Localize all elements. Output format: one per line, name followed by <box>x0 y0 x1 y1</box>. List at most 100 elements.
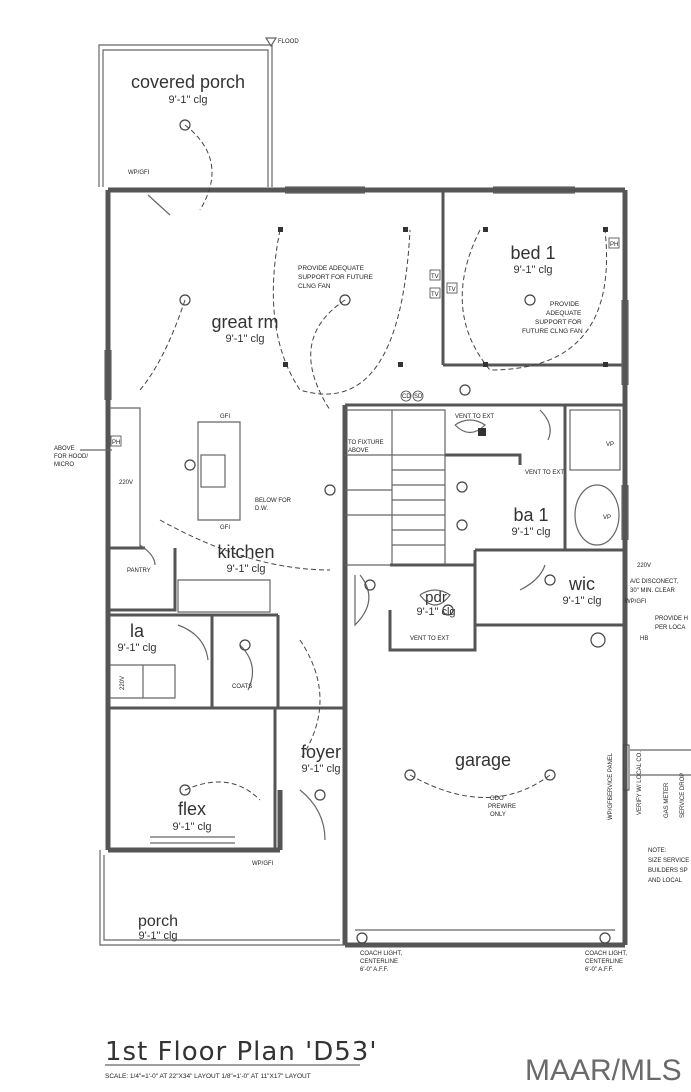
note-dw-1: BELOW FOR <box>255 498 292 504</box>
note-coach-1b: CENTERLINE <box>360 959 398 965</box>
note-local-2: PER LOCA <box>655 625 685 631</box>
window-flex <box>150 836 235 844</box>
tag-tv-3: TV <box>448 287 456 293</box>
tub <box>574 484 620 546</box>
note-fan-bed-1: PROVIDE <box>550 301 580 308</box>
note-hood-1: ABOVE <box>54 446 75 452</box>
note-coach-1c: 6'-0" A.F.F. <box>360 967 389 973</box>
clg-la: 9'-1" clg <box>117 642 156 654</box>
kitchen-counter-south <box>177 579 271 613</box>
note-gdo-2: PREWIRE <box>488 804 516 810</box>
label-bed1: bed 1 <box>510 243 555 263</box>
label-pdr: pdr <box>425 589 447 606</box>
note-fan-great-2: SUPPORT FOR FUTURE <box>298 274 374 281</box>
note-local-1: PROVIDE H <box>655 616 688 622</box>
clg-porch: 9'-1" clg <box>138 930 177 942</box>
label-covered-porch: covered porch <box>131 72 245 92</box>
window-bed1 <box>493 186 575 194</box>
covered-porch-outline <box>98 44 273 187</box>
note-gdo-3: ONLY <box>490 812 506 818</box>
clg-kitchen: 9'-1" clg <box>226 563 265 575</box>
note-hood-2: FOR HOOD/ <box>54 454 88 460</box>
note-fan-bed-3: SUPPORT FOR <box>535 319 582 326</box>
clg-ba1: 9'-1" clg <box>511 526 550 538</box>
note-fan-bed-2: ADEQUATE <box>546 310 582 317</box>
flood-light-icon <box>264 37 278 48</box>
wic-walls <box>473 550 625 627</box>
note-service-drop: SERVICE DROP <box>680 773 686 818</box>
electrical-layout <box>139 37 611 944</box>
ba-sink <box>454 419 486 434</box>
tag-tv-1: TV <box>431 274 439 280</box>
tag-ph-2: PH <box>112 440 120 446</box>
tag-vp-2: VP <box>603 515 611 521</box>
note-verify-local: VERIFY W/ LOCAL CO. <box>637 751 643 815</box>
clg-pdr: 9'-1" clg <box>416 606 455 618</box>
note-hood-3: MICRO <box>54 462 74 468</box>
note-wp-gfi-porch: WP/GFI <box>252 861 274 867</box>
label-garage: garage <box>455 750 511 770</box>
label-wic: wic <box>568 574 595 594</box>
label-la: la <box>130 621 145 641</box>
tag-ph-1: PH <box>610 242 618 248</box>
note-pantry: PANTRY <box>127 568 151 574</box>
note-service-panel: SERVICE PANEL <box>608 752 614 800</box>
clg-bed1: 9'-1" clg <box>513 264 552 276</box>
note-wp-gfi-top: WP/GFI <box>128 170 150 176</box>
note-fan-great-3: CLNG FAN <box>298 283 331 290</box>
note-fan-bed-4: FUTURE CLNG FAN <box>522 328 583 335</box>
note-coach-2b: CENTERLINE <box>585 959 623 965</box>
note-ac-2: 30" MIN. CLEAR <box>630 588 675 594</box>
annotations: FLOOD WP/GFI PROVIDE ADEQUATE SUPPORT FO… <box>54 39 691 973</box>
tag-tv-2: TV <box>431 292 439 298</box>
label-porch: porch <box>138 913 178 930</box>
note-gfi-2: GFI <box>220 525 230 531</box>
note-wp-gfi-ac: WP/GFI <box>625 599 647 605</box>
shower <box>569 409 621 471</box>
note-gas-meter: GAS METER <box>664 782 670 818</box>
pdr-toilet <box>419 589 451 606</box>
note-vent-2: VENT TO EXT <box>525 470 564 476</box>
note-fixture-2: ABOVE <box>348 448 369 454</box>
pantry-walls <box>108 546 177 612</box>
label-ba1: ba 1 <box>513 505 548 525</box>
note-size-2: SIZE SERVICE <box>648 858 689 864</box>
clg-flex: 9'-1" clg <box>172 821 211 833</box>
tag-cd: CD <box>402 394 411 400</box>
note-coach-1a: COACH LIGHT, <box>360 951 402 957</box>
note-size-4: AND LOCAL <box>648 878 683 884</box>
room-labels: covered porch 9'-1" clg great rm 9'-1" c… <box>117 72 601 942</box>
note-fixture-1: TO FIXTURE <box>348 440 384 446</box>
label-foyer: foyer <box>301 742 341 762</box>
label-kitchen: kitchen <box>217 542 274 562</box>
note-dw-2: D.W. <box>255 506 268 512</box>
kitchen-counter-west <box>110 407 141 549</box>
porch-outline <box>99 850 345 946</box>
door-porch <box>147 194 171 216</box>
pdr-walls <box>388 563 477 652</box>
note-size-3: BUILDERS SP <box>648 868 688 874</box>
tag-vp-1: VP <box>606 442 614 448</box>
stair-enclosure <box>345 409 446 566</box>
note-gfi-1: GFI <box>220 414 230 420</box>
label-flex: flex <box>178 799 206 819</box>
watermark: MAAR/MLS <box>525 1054 682 1087</box>
clg-foyer: 9'-1" clg <box>301 763 340 775</box>
note-fan-great-1: PROVIDE ADEQUATE <box>298 265 365 272</box>
note-vent-3: VENT TO EXT <box>410 636 449 642</box>
tag-sd: SD <box>414 394 423 400</box>
note-vent-1: VENT TO EXT <box>455 414 494 420</box>
note-220-la: 220V <box>120 676 126 690</box>
note-ac-1: A/C DISCONECT, <box>630 579 678 585</box>
note-gdo-1: GDO <box>490 796 504 802</box>
note-flood: FLOOD <box>278 39 299 45</box>
window-great-room <box>285 186 365 194</box>
plan-title: 1st Floor Plan 'D53' <box>105 1037 377 1067</box>
clg-wic: 9'-1" clg <box>562 595 601 607</box>
note-hb: HB <box>640 636 648 642</box>
note-size-1: NOTE: <box>648 848 667 854</box>
plan-scale: SCALE: 1/4"=1'-0" AT 22"X34" LAYOUT 1/8"… <box>105 1073 311 1080</box>
note-coats: COATS <box>232 684 252 690</box>
clg-covered-porch: 9'-1" clg <box>168 94 207 106</box>
